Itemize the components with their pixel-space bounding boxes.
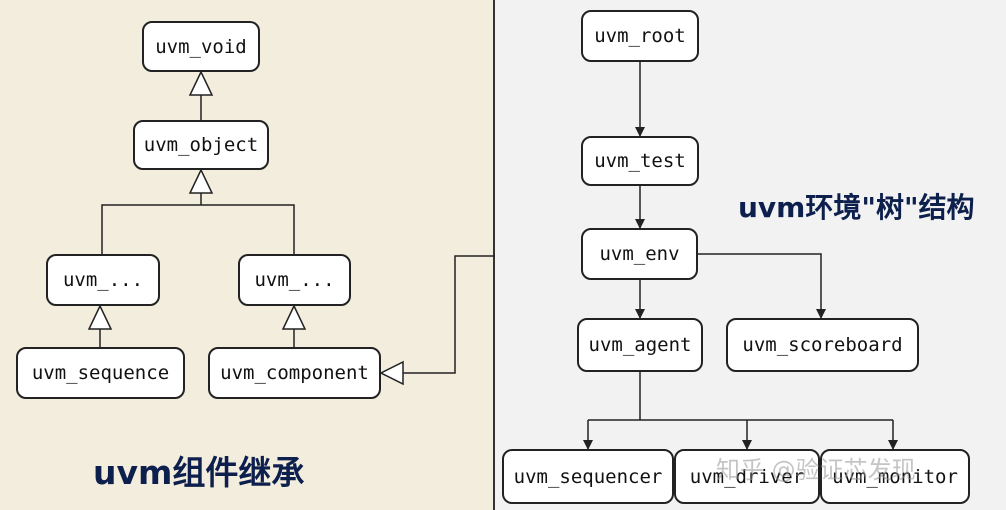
node-uvm-monitor: uvm_monitor <box>820 449 970 504</box>
edge-tree-component <box>403 255 495 374</box>
node-uvm-sequencer: uvm_sequencer <box>502 449 674 504</box>
tree-caption: uvm环境"树"结构 <box>738 191 975 224</box>
node-uvm-scoreboard: uvm_scoreboard <box>726 318 919 372</box>
tree-panel <box>495 0 1006 510</box>
node-uvm-driver: uvm_driver <box>674 449 820 504</box>
hollow-arrow-comp <box>281 304 307 330</box>
node-uvm-test: uvm_test <box>581 136 699 186</box>
edge-env-scoreboard <box>698 253 826 319</box>
node-uvm-void: uvm_void <box>142 21 260 72</box>
node-uvm-sequence: uvm_sequence <box>16 347 185 399</box>
hollow-arrow-seq <box>87 304 113 330</box>
node-uvm-object: uvm_object <box>133 120 269 170</box>
panel-divider <box>493 0 495 510</box>
watermark-text: 知乎 @验证芯发现 <box>716 456 916 484</box>
hollow-arrow-object <box>188 168 214 194</box>
node-uvm-root: uvm_root <box>581 10 699 62</box>
node-uvm-component: uvm_component <box>208 347 381 399</box>
hollow-arrow-component <box>379 360 404 386</box>
node-uvm-ellipsis-right: uvm_... <box>238 254 351 306</box>
node-uvm-ellipsis-left: uvm_... <box>46 254 160 306</box>
node-uvm-agent: uvm_agent <box>577 318 703 372</box>
node-uvm-env: uvm_env <box>581 228 698 280</box>
hollow-arrow-void <box>188 70 214 96</box>
edge-ellipsis-object <box>101 204 295 254</box>
inheritance-caption: uvm组件继承 <box>93 453 305 492</box>
